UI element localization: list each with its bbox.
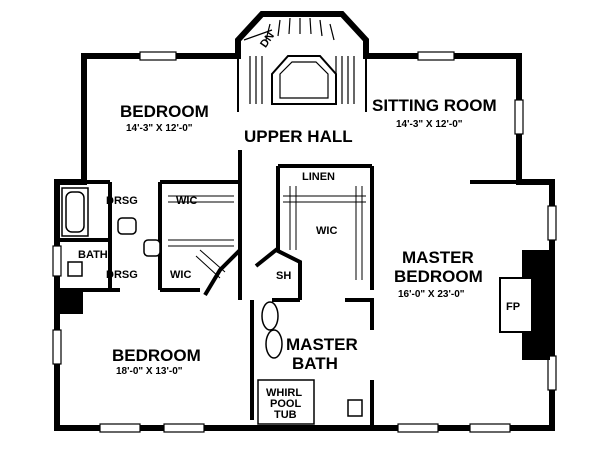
- chimney-block: [57, 292, 83, 314]
- drsg-bottom-label: DRSG: [106, 269, 138, 281]
- whirlpool-line-2: POOL: [270, 398, 301, 410]
- bedroom-upper-title: BEDROOM: [120, 102, 209, 121]
- interior-walls: [57, 150, 519, 428]
- whirlpool-line-1: WHIRL: [266, 387, 302, 399]
- stairs-down-label: DN: [258, 30, 277, 50]
- windows: [52, 51, 557, 433]
- shower-label: SH: [276, 270, 291, 282]
- closet-shelving: [168, 186, 366, 280]
- bedroom-lower-title: BEDROOM: [112, 346, 201, 365]
- sitting-room-title: SITTING ROOM: [372, 96, 497, 115]
- master-bedroom-title-2: BEDROOM: [394, 267, 483, 286]
- master-bedroom-dims: 16'-0" X 23'-0": [398, 289, 465, 300]
- drsg-top-label: DRSG: [106, 195, 138, 207]
- sitting-room-dims: 14'-3" X 12'-0": [396, 119, 463, 130]
- wic-master-label: WIC: [316, 225, 337, 237]
- master-bedroom-title-1: MASTER: [402, 248, 474, 267]
- fireplace-label: FP: [506, 301, 520, 313]
- bedroom-upper-dims: 14'-3" X 12'-0": [126, 123, 193, 134]
- bedroom-lower-dims: 18'-0" X 13'-0": [116, 366, 183, 377]
- master-bath-title-2: BATH: [292, 354, 338, 373]
- upper-hall-title: UPPER HALL: [244, 127, 353, 146]
- whirlpool-line-3: TUB: [274, 409, 297, 421]
- stair-bay: [235, 11, 369, 112]
- fireplace: [499, 250, 550, 360]
- wic-bottom-label: WIC: [170, 269, 191, 281]
- bath-fixtures: [61, 187, 363, 425]
- wic-top-label: WIC: [176, 195, 197, 207]
- linen-label: LINEN: [302, 171, 335, 183]
- bath-label: BATH: [78, 249, 108, 261]
- master-bath-title-1: MASTER: [286, 335, 358, 354]
